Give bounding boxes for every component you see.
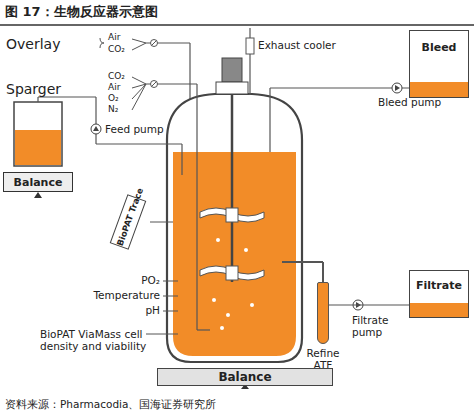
part-label: Temperature	[93, 289, 160, 301]
part-label: CO₂	[108, 44, 125, 54]
filtrate-line	[329, 304, 409, 305]
part-label: Overlay	[6, 36, 60, 52]
part-label: Air	[108, 82, 120, 92]
bleed-tank: Bleed	[409, 30, 469, 98]
part-label: N₂	[108, 104, 118, 114]
filtrate-tank: Filtrate	[409, 270, 469, 318]
pump-label: Filtrate pump	[352, 314, 404, 338]
title-rule	[0, 24, 474, 26]
part-label: O₂	[108, 93, 119, 103]
balance-platform: Balance	[157, 368, 333, 386]
part-label: BioPAT ViaMass cell density and viabilit…	[40, 328, 165, 352]
source-caption: 资料来源：Pharmacodia、国海证券研究所	[5, 398, 216, 410]
node-text: Balance	[4, 176, 72, 189]
part-label: PO₂	[141, 274, 160, 286]
sensor-box: BioPAT Trace	[110, 194, 147, 250]
part-label: Sparger	[6, 81, 61, 97]
node-text: Bleed	[410, 31, 468, 54]
figure-title: 图 17：生物反应器示意图	[5, 5, 158, 20]
part-label: Air	[108, 32, 120, 42]
part-label: Exhaust cooler	[258, 39, 336, 51]
node-text: BioPAT Trace	[115, 197, 141, 247]
atf-filter: Refine ATF	[317, 282, 329, 344]
part-label: pH	[145, 304, 160, 316]
node-text: Filtrate	[410, 271, 468, 292]
part-label: CO₂	[108, 71, 125, 81]
part-label: Feed pump	[105, 123, 164, 135]
node-text: Balance	[158, 370, 332, 384]
balance-box: Balance	[3, 172, 73, 192]
